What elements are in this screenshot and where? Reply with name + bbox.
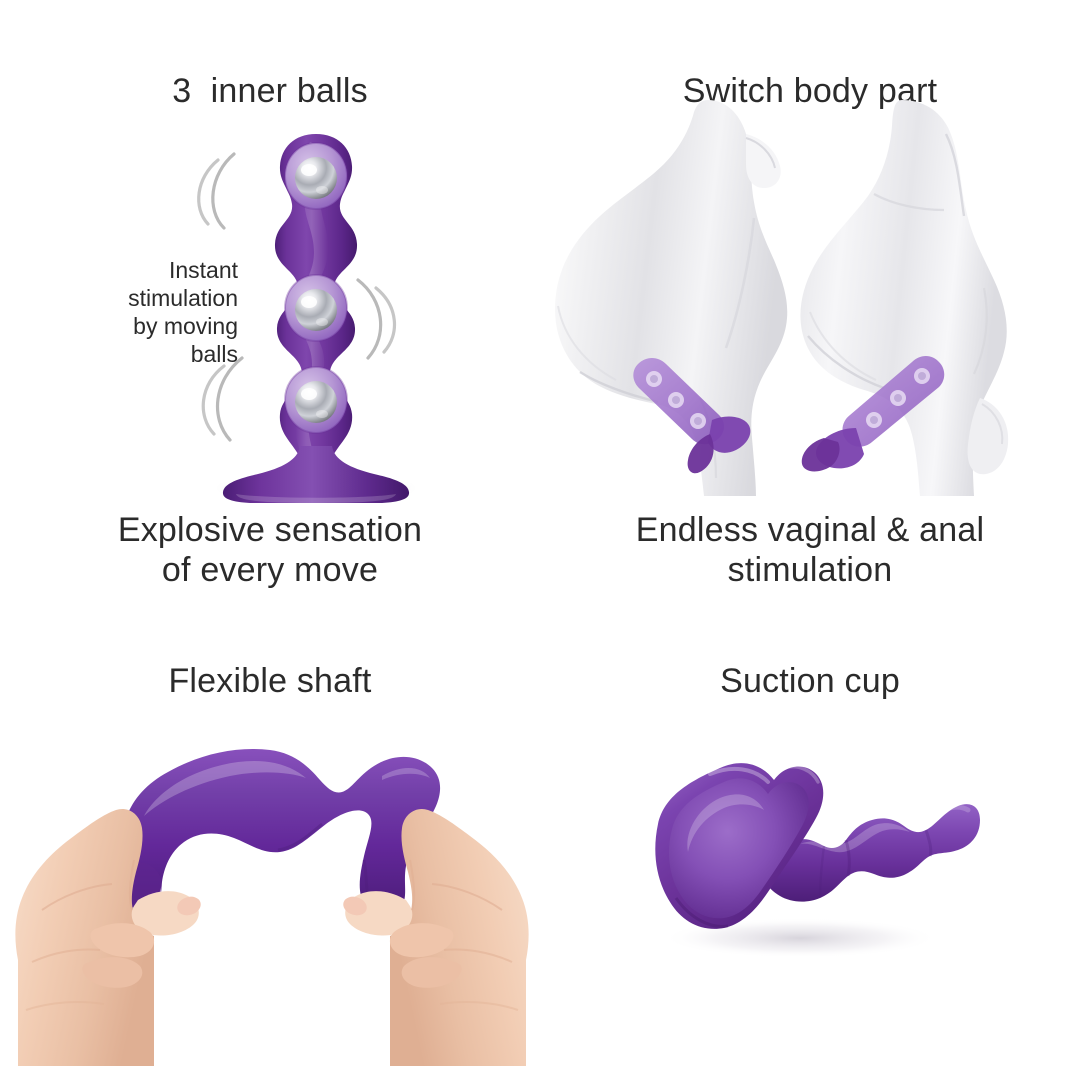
suction-cup-product-illustration xyxy=(655,763,980,958)
ball-window-3 xyxy=(284,366,348,434)
product-shadow xyxy=(662,918,938,958)
metal-ball xyxy=(295,381,337,423)
body-figures-illustration xyxy=(555,100,1009,496)
panel-suction-cup: Suction cup xyxy=(540,600,1080,1080)
ball-window-1 xyxy=(284,142,348,210)
motion-arcs-bottom-left xyxy=(186,350,262,446)
caption-line: Explosive sensation xyxy=(117,511,423,549)
bent-shaft xyxy=(114,748,441,915)
heart-shaped-suction-base xyxy=(655,763,824,929)
motion-arcs-top-left xyxy=(184,148,254,234)
bumpy-dildo-illustration xyxy=(222,134,410,503)
ball-window-2 xyxy=(284,274,348,342)
caption-line: of every move xyxy=(161,551,379,589)
panel-switch-body-part: Switch body part xyxy=(540,0,1080,600)
metal-ball xyxy=(295,157,337,199)
panel-inner-balls: 3 inner balls Instant stimulation by mov… xyxy=(0,0,540,600)
heading-inner-balls: 3 inner balls xyxy=(172,72,368,110)
heading-suction-cup: Suction cup xyxy=(720,662,900,700)
male-body-silhouette xyxy=(800,100,1009,496)
hands-bending-shaft-illustration xyxy=(15,748,529,1066)
ribbed-shaft xyxy=(767,804,980,902)
caption-line: stimulation xyxy=(727,551,893,589)
product-overlay-anal xyxy=(801,356,945,472)
right-hand xyxy=(343,808,529,1066)
sidenote-line: balls xyxy=(190,341,238,367)
flared-base xyxy=(222,446,410,503)
sidenote-line: stimulation xyxy=(128,285,238,311)
sidenote-line: Instant xyxy=(168,257,238,283)
product-overlay-vaginal xyxy=(633,358,751,474)
base-highlight xyxy=(236,494,396,503)
left-hand xyxy=(15,808,201,1066)
caption-line: Endless vaginal & anal xyxy=(635,511,985,549)
sidenote-instant-stimulation: Instant stimulation by moving balls xyxy=(78,256,238,368)
metal-ball xyxy=(295,289,337,331)
caption-explosive-sensation: Explosive sensation of every move xyxy=(40,510,500,590)
female-body-silhouette xyxy=(555,100,788,496)
product-image-inner-balls xyxy=(197,128,426,508)
panel-flexible-shaft: Flexible shaft xyxy=(0,600,540,1080)
sidenote-line: by moving xyxy=(133,313,238,339)
caption-endless-stimulation: Endless vaginal & anal stimulation xyxy=(580,510,1040,590)
heading-flexible-shaft: Flexible shaft xyxy=(168,662,372,700)
motion-arcs-middle-right xyxy=(338,272,416,364)
